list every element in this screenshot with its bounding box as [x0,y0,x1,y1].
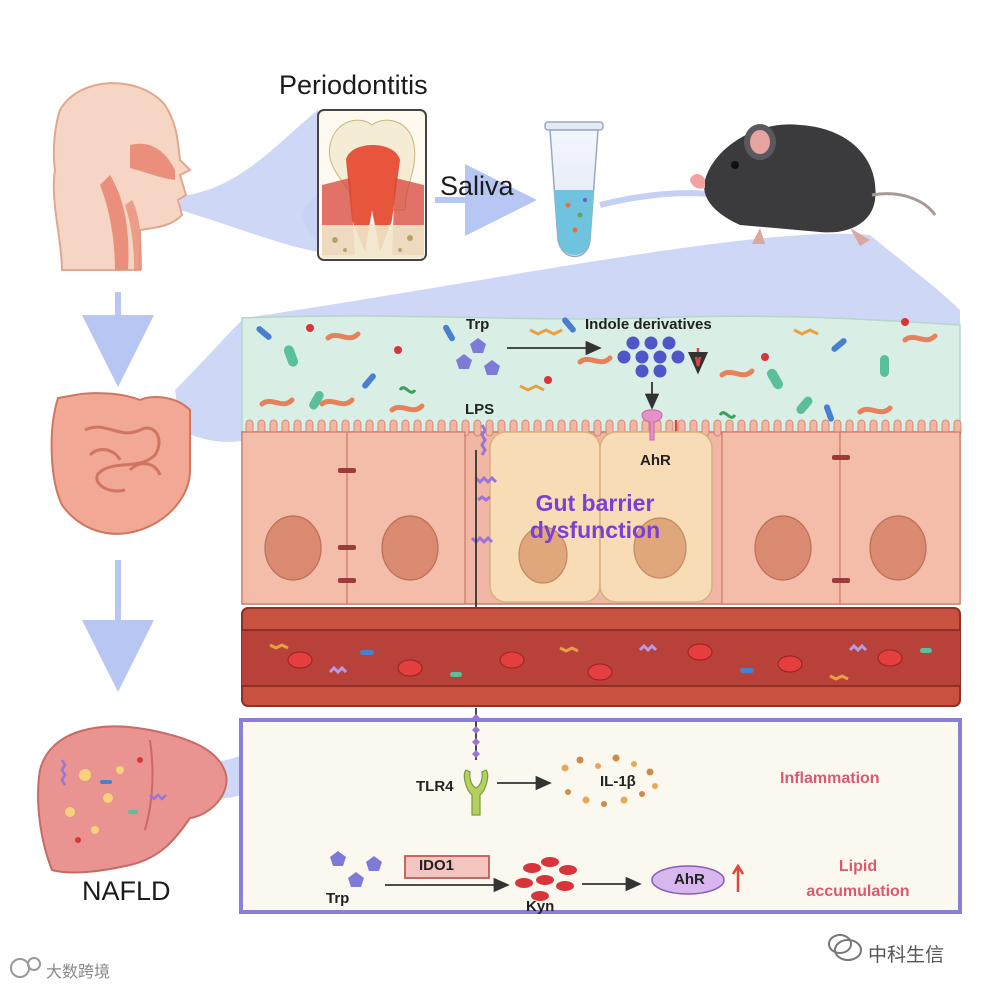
il1b-cytokine-dots [561,754,658,807]
ahr-receptor-icon [641,409,663,441]
lps-label: LPS [465,401,495,418]
watermark-left: 大数跨境 [46,964,111,981]
trp-pentagons-liver [330,851,382,887]
saliva-label: Saliva [440,171,514,201]
microvillus [713,419,722,437]
ahr-label-gut: AhR [640,452,671,469]
ido1-enzyme-box [404,855,490,879]
indole-derivatives-cluster [617,336,685,378]
ahr-label-liver: AhR [674,871,705,888]
intestinal-epithelium [241,419,962,605]
tlr4-receptor-icon [463,769,489,816]
mouse-illustration [690,124,937,246]
wechat-watermark-icon [828,934,862,961]
watermark-right: 中科生信 [868,945,945,966]
microvillus [485,419,494,437]
nafld-label: NAFLD [82,876,171,906]
left-watermark-icon [10,957,41,978]
il1b-label: IL-1β [600,773,636,790]
kyn-molecules [515,857,577,901]
trp-label-gut: Trp [466,316,490,333]
saliva-tube-illustration [544,121,604,258]
trp-molecules [456,338,500,375]
tooth-illustration [317,109,427,261]
human-head-illustration [52,82,192,271]
lipid-accumulation-label: Lipid accumulation [806,858,910,900]
tlr4-label: TLR4 [416,778,454,795]
kyn-label: Kyn [526,898,555,915]
inflammation-label: Inflammation [780,770,880,787]
gut-barrier-dysfunction-label: Gut barrier dysfunction [529,490,661,543]
microbiota [256,317,938,422]
ahr-ellipse [651,865,725,895]
microvillus [593,419,602,437]
intestine-illustration [50,392,191,535]
trp-label-liver: Trp [326,890,350,907]
indole-derivatives-label: Indole derivatives [585,316,712,333]
microvillus [473,419,482,437]
blood-vessel [241,607,961,707]
liver-illustration [37,725,228,874]
ido1-label: IDO1 [419,857,455,874]
periodontitis-label: Periodontitis [279,70,428,100]
gut-lumen [241,315,961,433]
